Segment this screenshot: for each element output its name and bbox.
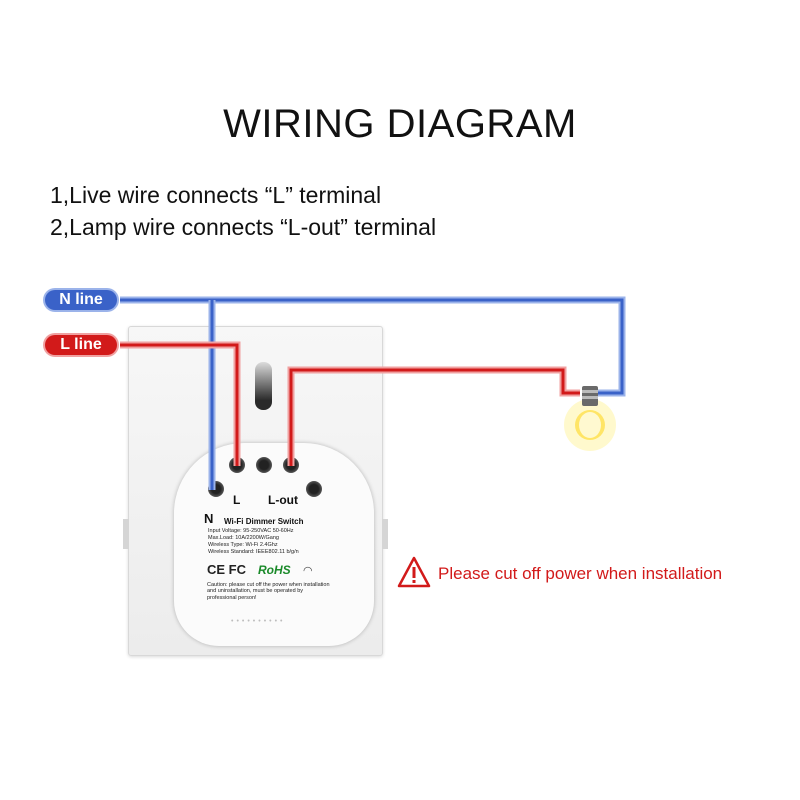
module-caution: Caution: please cut off the power when i…: [207, 582, 330, 601]
terminal-mid-upper: [256, 457, 272, 473]
module-spec: Input Voltage: 95-250VAC 50-60Hz: [208, 528, 294, 534]
terminal-lout-label: L-out: [268, 493, 298, 507]
lamp-bulb-icon: [564, 386, 616, 451]
module-spec: Wireless Standard: IEEE802.11 b/g/n: [208, 549, 299, 555]
instruction-live: 1,Live wire connects “L” terminal: [50, 182, 382, 208]
ce-fcc-marks: CE FC: [207, 562, 246, 577]
diagram-title: WIRING DIAGRAM: [223, 102, 577, 146]
instruction-lamp: 2,Lamp wire connects “L-out” terminal: [50, 214, 437, 240]
l-line-label: L line: [45, 335, 117, 355]
l-line-wire: [120, 341, 241, 466]
rohs-mark: RoHS: [258, 563, 291, 577]
panel-clip-left: [123, 519, 129, 549]
module-vents: ••••••••••: [231, 618, 286, 625]
module-name: Wi-Fi Dimmer Switch: [224, 517, 304, 526]
dimmer-module: [174, 443, 374, 646]
lout-wire: [287, 366, 580, 466]
terminal-right: [306, 481, 322, 497]
module-spec: Max.Load: 10A/2200W/Gang: [208, 535, 279, 541]
wifi-icon: ◠: [303, 565, 313, 577]
module-n-mark: N: [204, 511, 214, 526]
warning-icon: [397, 556, 431, 588]
panel-clip-right: [382, 519, 388, 549]
warning-text: Please cut off power when installation: [438, 564, 723, 583]
mounting-slot: [255, 362, 272, 410]
module-spec: Wireless Type: Wi-Fi 2.4Ghz: [208, 542, 278, 548]
n-line-label: N line: [45, 290, 117, 310]
terminal-l-label: L: [233, 493, 241, 507]
